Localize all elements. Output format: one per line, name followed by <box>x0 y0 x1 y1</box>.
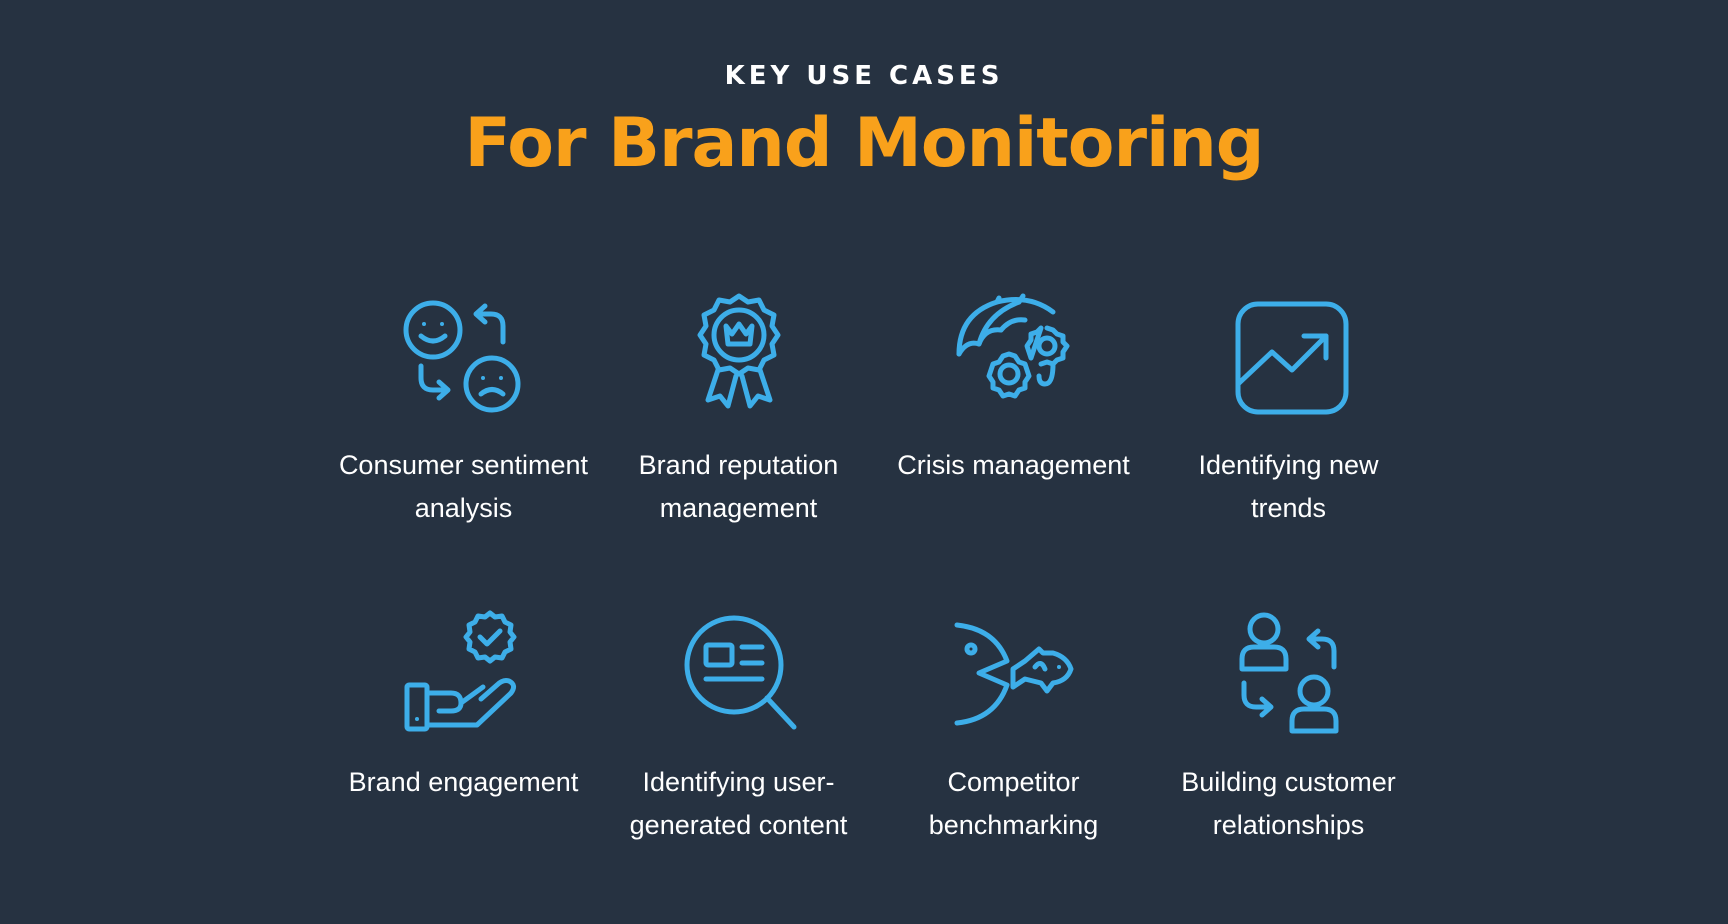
eyebrow-heading: KEY USE CASES <box>724 61 1004 91</box>
award-badge-icon <box>674 290 804 420</box>
users-exchange-icon <box>1224 607 1354 737</box>
use-case-label: Crisis management <box>897 450 1130 480</box>
use-case-row: Consumer sentiment analysis Brand reputa… <box>326 290 1426 607</box>
use-case-label: Brand engagement <box>348 767 579 797</box>
use-case-new-trends: Identifying new trends <box>1151 290 1426 607</box>
use-case-label: Competitor benchmarking <box>928 767 1099 840</box>
use-case-user-generated-content: Identifying user-generated content <box>601 607 876 924</box>
use-case-label: Brand reputation management <box>638 450 839 523</box>
use-case-label: Identifying user-generated content <box>629 767 848 840</box>
use-case-label: Consumer sentiment analysis <box>338 450 589 523</box>
hand-badge-icon <box>399 607 529 737</box>
sentiment-swap-icon <box>399 290 529 420</box>
use-case-customer-relationships: Building customer relationships <box>1151 607 1426 924</box>
use-case-label: Identifying new trends <box>1198 450 1379 523</box>
use-case-brand-reputation: Brand reputation management <box>601 290 876 607</box>
use-case-crisis-management: Crisis management <box>876 290 1151 607</box>
use-case-consumer-sentiment: Consumer sentiment analysis <box>326 290 601 607</box>
page-title: For Brand Monitoring <box>464 104 1265 183</box>
trend-chart-icon <box>1224 290 1354 420</box>
use-case-grid: Consumer sentiment analysis Brand reputa… <box>326 290 1426 924</box>
use-case-row: Brand engagement Identifying user-genera… <box>326 607 1426 924</box>
use-case-competitor-benchmarking: Competitor benchmarking <box>876 607 1151 924</box>
use-case-label: Building customer relationships <box>1181 767 1396 840</box>
search-content-icon <box>674 607 804 737</box>
use-case-brand-engagement: Brand engagement <box>326 607 601 924</box>
umbrella-gears-icon <box>949 290 1079 420</box>
big-fish-small-fish-icon <box>949 607 1079 737</box>
